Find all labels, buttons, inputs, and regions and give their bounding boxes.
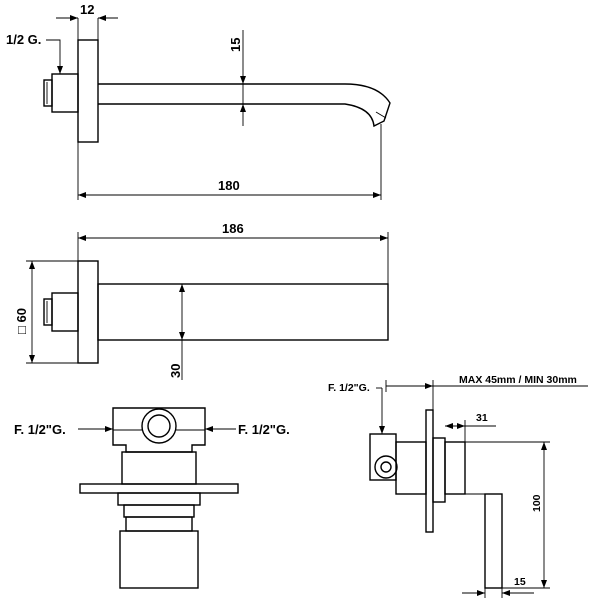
dim-spout-width: 30	[168, 364, 183, 378]
inlet-right-label: F. 1/2"G.	[238, 422, 290, 437]
side-thread-connector	[51, 73, 79, 113]
valve-plate	[79, 483, 239, 494]
spout-side-view: 12 1/2 G. 15 180	[6, 2, 391, 200]
valve-inlet-outer	[141, 408, 177, 444]
side-spout-body	[98, 83, 391, 128]
dim-flange-thickness: 12	[80, 2, 94, 17]
thread-label: 1/2 G.	[6, 32, 41, 47]
side-lever	[484, 493, 503, 589]
inlet-left-label: F. 1/2"G.	[14, 422, 66, 437]
side-wall-plate	[77, 39, 99, 143]
dim-depth: 31	[476, 412, 488, 424]
top-spout-body	[97, 283, 389, 341]
top-thread-connector	[51, 292, 79, 332]
dim-lever-width: 15	[514, 576, 526, 588]
dim-lever-height: 100	[531, 494, 543, 512]
spout-top-view: 186 □ 60 30	[14, 221, 389, 380]
valve-side-view: F. 1/2"G. MAX 45mm / MIN 30mm 31 100 15	[328, 374, 588, 598]
side-inlet-label: F. 1/2"G.	[328, 382, 370, 394]
dim-spout-height: 15	[228, 38, 243, 52]
valve-inlet-inner	[147, 414, 171, 438]
valve-handle-base	[119, 530, 199, 589]
wall-depth-label: MAX 45mm / MIN 30mm	[459, 374, 577, 386]
valve-front-view: F. 1/2"G. F. 1/2"G.	[14, 407, 290, 589]
dim-total-length: 186	[222, 221, 244, 236]
dim-spout-length: 180	[218, 178, 240, 193]
dim-plate-size: □ 60	[14, 308, 29, 334]
top-wall-plate	[77, 260, 99, 364]
side-thread-cap	[43, 79, 53, 107]
side-lever-body	[444, 441, 466, 495]
side-inlet-circle	[374, 455, 398, 479]
side-wall-plate-valve	[425, 409, 434, 533]
